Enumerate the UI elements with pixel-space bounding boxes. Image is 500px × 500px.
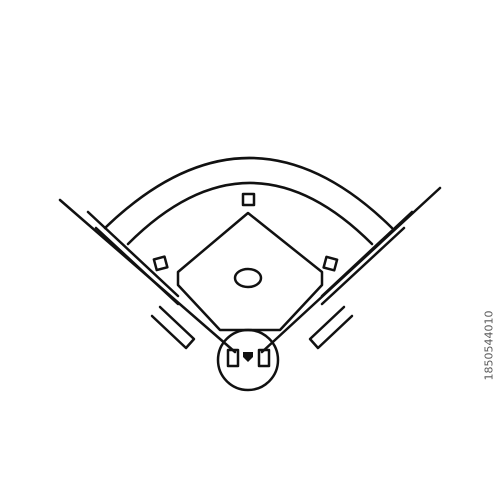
second-base (241, 192, 256, 207)
home-plate-circle (216, 328, 280, 392)
left-dugout (150, 305, 196, 350)
infield-diamond (176, 211, 324, 332)
pitchers-mound (233, 267, 263, 289)
left-baseline-track (86, 210, 180, 306)
first-base (322, 255, 339, 272)
right-dugout (308, 305, 354, 350)
stock-watermark-id: 1850544010 (480, 285, 498, 405)
left-batters-box (226, 348, 240, 368)
watermark-number: 1850544010 (482, 310, 496, 380)
right-batters-box (257, 348, 271, 368)
outfield-wall-arc (103, 156, 394, 230)
third-base (152, 255, 169, 272)
right-baseline-track (320, 210, 414, 306)
home-plate (243, 352, 253, 362)
outfield-grass-arc (126, 181, 374, 246)
